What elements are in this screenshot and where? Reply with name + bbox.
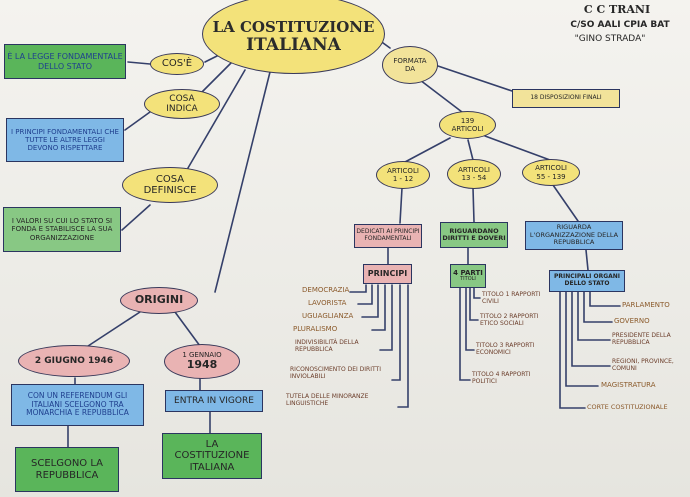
articoli-13-54-ellipse: ARTICOLI 13 - 54 xyxy=(447,159,501,189)
cose-description-box: È LA LEGGE FONDAMENTALE DELLO STATO xyxy=(4,44,126,79)
titoli-item-1: TITOLO 1 RAPPORTI CIVILI xyxy=(482,291,541,305)
school-line-3: "GINO STRADA" xyxy=(574,33,646,44)
organi-item-corte-costituzionale: CORTE COSTITUZIONALE xyxy=(587,403,668,411)
parti-line-1: 4 PARTI xyxy=(453,269,483,278)
gennaio-result-box: LA COSTITUZIONE ITALIANA xyxy=(162,433,262,479)
principi-box: PRINCIPI xyxy=(363,264,412,284)
principi-fondamentali-box: DEDICATI AI PRINCIPI FONDAMENTALI xyxy=(354,224,422,248)
organi-item-presidente: PRESIDENTE DELLA REPUBBLICA xyxy=(612,332,671,346)
articoli-55-139-ellipse: ARTICOLI 55 - 139 xyxy=(522,159,580,186)
school-line-2: C/SO AALI CPIA BAT xyxy=(570,19,670,30)
disposizioni-box: 18 DISPOSIZIONI FINALI xyxy=(512,89,620,108)
main-title-line-2: ITALIANA xyxy=(246,34,341,55)
articoli-1-12-ellipse: ARTICOLI 1 - 12 xyxy=(376,161,430,189)
giugno-result-box: SCELGONO LA REPUBBLICA xyxy=(15,447,119,492)
definisce-description-box: I VALORI SU CUI LO STATO SI FONDA E STAB… xyxy=(3,207,121,252)
titoli-item-2: TITOLO 2 RAPPORTI ETICO SOCIALI xyxy=(480,313,539,327)
origini-ellipse: ORIGINI xyxy=(120,287,198,314)
gennaio-ellipse: 1 GENNAIO 1948 xyxy=(164,344,240,379)
gennaio-description-box: ENTRA IN VIGORE xyxy=(165,390,263,412)
giugno-description-box: CON UN REFERENDUM GLI ITALIANI SCELGONO … xyxy=(11,384,144,426)
principi-item-uguaglianza: UGUAGLIANZA xyxy=(302,312,354,320)
organi-item-parlamento: PARLAMENTO xyxy=(622,301,670,309)
main-title-line-1: LA COSTITUZIONE xyxy=(212,17,375,36)
organi-item-magistratura: MAGISTRATURA xyxy=(601,381,656,389)
cose-ellipse: COS'È xyxy=(150,53,204,75)
parti-box: 4 PARTI TITOLI xyxy=(450,264,486,288)
gennaio-line-2: 1948 xyxy=(186,358,218,372)
organizzazione-box: RIGUARDA L'ORGANIZZAZIONE DELLA REPUBBLI… xyxy=(525,221,623,250)
organi-item-governo: GOVERNO xyxy=(614,317,650,325)
principi-item-democrazia: DEMOCRAZIA xyxy=(302,286,350,294)
principi-item-diritti-inviolabili: RICONOSCIMENTO DEI DIRITTI INVIOLABILI xyxy=(290,366,381,380)
formata-ellipse: FORMATA DA xyxy=(382,46,438,84)
organi-item-regioni: REGIONI, PROVINCE, COMUNI xyxy=(612,358,674,372)
main-title-ellipse: LA COSTITUZIONE ITALIANA xyxy=(202,0,385,74)
diritti-doveri-box: RIGUARDANO DIRITTI E DOVERI xyxy=(440,222,508,248)
indica-description-box: I PRINCIPI FONDAMENTALI CHE TUTTE LE ALT… xyxy=(6,118,124,162)
definisce-ellipse: COSA DEFINISCE xyxy=(122,167,218,203)
organi-box: PRINCIPALI ORGANI DELLO STATO xyxy=(549,270,625,292)
indica-ellipse: COSA INDICA xyxy=(144,89,220,119)
titoli-item-3: TITOLO 3 RAPPORTI ECONOMICI xyxy=(476,342,535,356)
principi-item-minoranze: TUTELA DELLE MINORANZE LINGUISTICHE xyxy=(286,393,369,407)
giugno-ellipse: 2 GIUGNO 1946 xyxy=(18,345,130,377)
gennaio-line-1: 1 GENNAIO xyxy=(182,351,222,360)
school-line-1: C C TRANI xyxy=(583,2,651,16)
articoli-ellipse: 139 ARTICOLI xyxy=(439,111,496,139)
parti-line-2: TITOLI xyxy=(460,276,476,283)
titoli-item-4: TITOLO 4 RAPPORTI POLITICI xyxy=(472,371,531,385)
principi-item-indivisibilita: INDIVISIBILITÀ DELLA REPUBBLICA xyxy=(295,339,359,353)
principi-item-lavorista: LAVORISTA xyxy=(308,299,347,307)
principi-item-pluralismo: PLURALISMO xyxy=(293,325,338,333)
